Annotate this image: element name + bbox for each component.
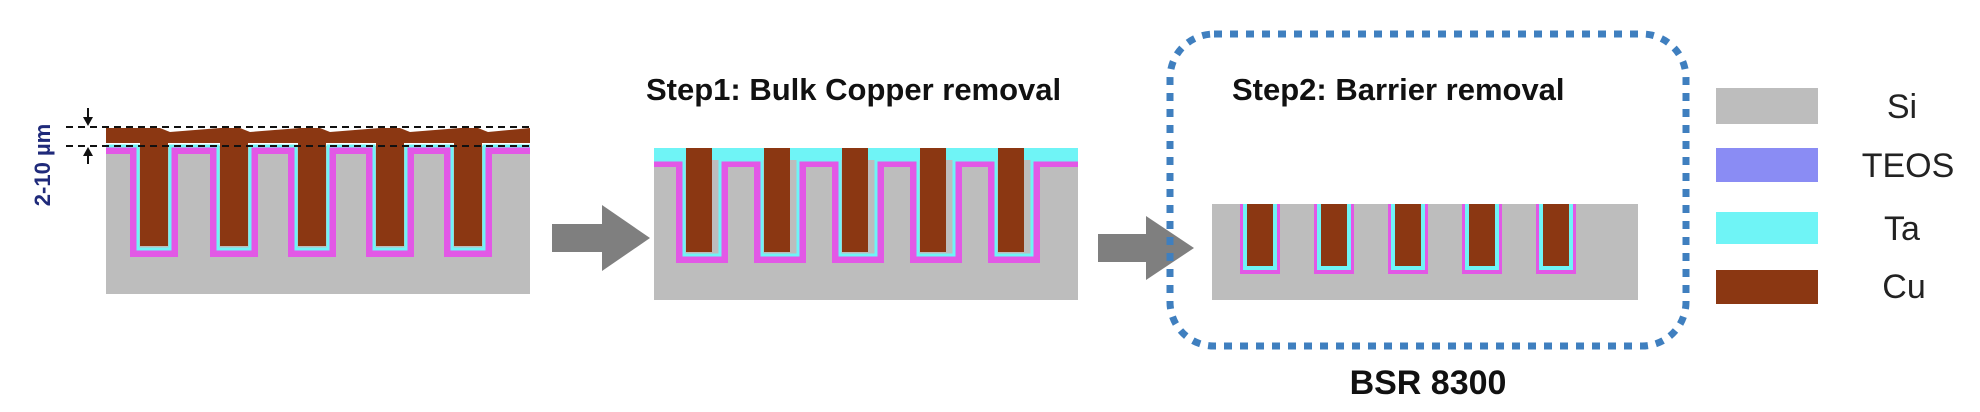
- cu-via: [298, 140, 326, 246]
- cu-via: [764, 148, 790, 252]
- trench-unit: [1314, 204, 1354, 274]
- stage-initial: 2-10 µm: [30, 108, 530, 294]
- step2-label: Step2: Barrier removal: [1232, 72, 1565, 107]
- legend-item-ta: Ta: [1716, 210, 1920, 248]
- process-arrow: [552, 205, 650, 271]
- stage-step1: Step1: Bulk Copper removal: [646, 72, 1078, 300]
- liner-layer: [106, 146, 530, 257]
- legend-swatch-cu: [1716, 270, 1818, 304]
- stage-step2: Step2: Barrier removal BSR 8300: [1166, 30, 1690, 402]
- dimension-arrowhead-top: [83, 117, 93, 126]
- legend-swatch-si: [1716, 88, 1818, 124]
- ta-layer: [654, 158, 1078, 257]
- tool-label: BSR 8300: [1350, 364, 1507, 402]
- trench-unit: [1536, 204, 1576, 274]
- trench-unit: [1388, 204, 1428, 274]
- legend-label-cu: Cu: [1882, 268, 1925, 306]
- legend-label-ta: Ta: [1884, 210, 1920, 248]
- dimension-arrowhead-bottom: [83, 147, 93, 156]
- liner-layer: [654, 159, 1078, 263]
- cu-via: [842, 148, 868, 252]
- legend-label-teos: TEOS: [1862, 147, 1955, 185]
- cu-via: [140, 140, 168, 246]
- trench-unit: [1462, 204, 1502, 274]
- trench-unit: [1240, 204, 1280, 274]
- ta-layer: [106, 144, 530, 251]
- process-arrow: [1098, 216, 1194, 280]
- dimension-label: 2-10 µm: [30, 124, 55, 206]
- cu-overburden: [106, 128, 530, 143]
- legend-item-cu: Cu: [1716, 268, 1926, 306]
- cu-via: [454, 140, 482, 246]
- step1-label: Step1: Bulk Copper removal: [646, 72, 1061, 107]
- cu-via: [220, 140, 248, 246]
- highlight-box: [1166, 30, 1690, 350]
- cu-via: [376, 140, 404, 246]
- legend-swatch-ta: [1716, 212, 1818, 244]
- legend: Si TEOS Ta Cu: [1716, 88, 1954, 306]
- legend-item-si: Si: [1716, 88, 1917, 126]
- cu-via: [920, 148, 946, 252]
- cu-via: [998, 148, 1024, 252]
- legend-label-si: Si: [1887, 88, 1917, 126]
- legend-item-teos: TEOS: [1716, 147, 1954, 185]
- cu-via: [686, 148, 712, 252]
- legend-swatch-teos: [1716, 148, 1818, 182]
